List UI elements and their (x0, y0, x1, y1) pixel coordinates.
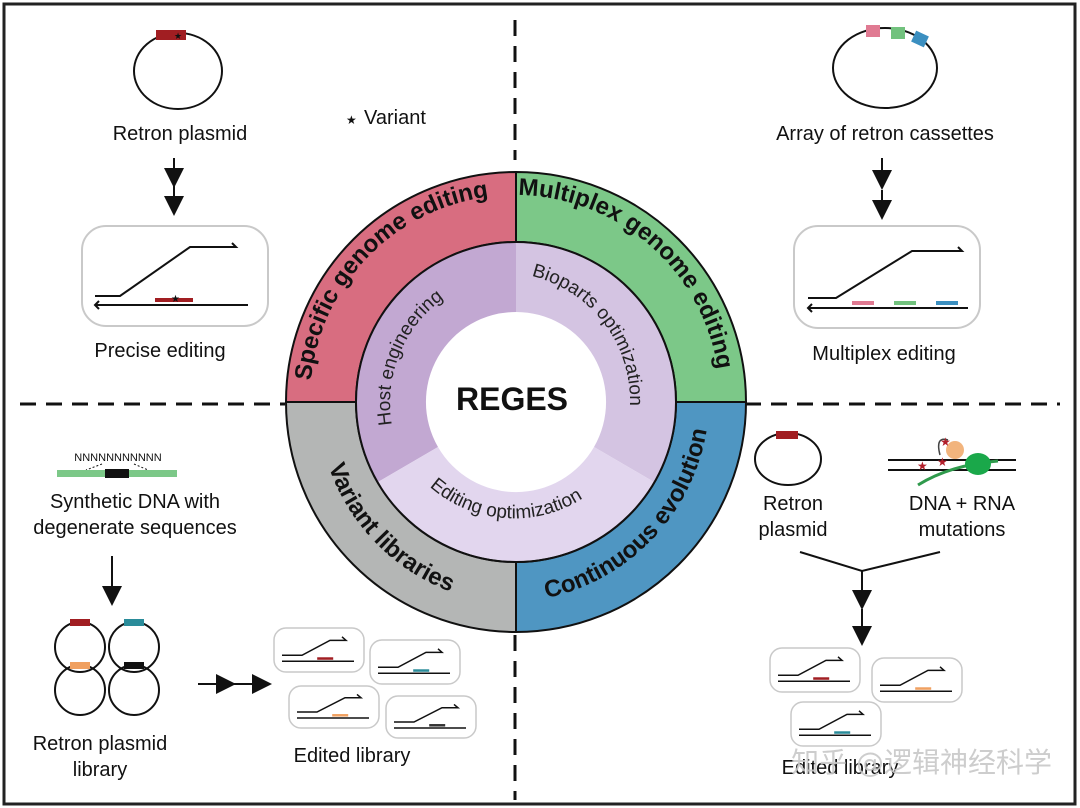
svg-text:★: ★ (917, 459, 928, 473)
retron-insert-icon (776, 431, 798, 439)
degenerate-sequence-text: NNNNNNNNNNN (74, 452, 161, 464)
inner-ring (355, 241, 677, 563)
retron-plasmid-icon (754, 432, 822, 486)
edited-strand-box (385, 695, 477, 739)
retron-plasmid-label-2: plasmid (759, 519, 828, 541)
edit-site-pink-icon (852, 301, 874, 305)
synthetic-dna-icon (57, 470, 105, 477)
edited-library-label: Edited library (294, 745, 411, 767)
inner-segment-host-engineering (356, 242, 516, 482)
merge-connector-icon (799, 551, 941, 646)
synthetic-dna-label-1: Synthetic DNA with (50, 491, 220, 513)
svg-text:★: ★ (940, 435, 951, 449)
precise-editing-label: Precise editing (94, 340, 225, 362)
retron-plasmid-icon (133, 32, 223, 110)
multiplex-editing-label: Multiplex editing (812, 343, 955, 365)
inner-segment-editing-optimization (378, 447, 654, 562)
edited-strand-box (790, 701, 882, 747)
dna-strand-icon (93, 242, 248, 310)
mutations-label-1: DNA + RNA (909, 493, 1016, 515)
cassette-pink-icon (866, 25, 880, 37)
variant-legend-star-icon: ★ (346, 113, 357, 127)
synthetic-dna-label-2: degenerate sequences (33, 517, 237, 539)
panel-specific-editing: ★ Retron plasmid ★ Variant ★ Precise edi… (81, 30, 426, 362)
variant-star-icon: ★ (174, 31, 182, 41)
edited-strand-box (288, 685, 380, 729)
retron-array-label: Array of retron cassettes (776, 123, 994, 145)
inner-segment-bioparts-optimization (516, 242, 676, 482)
center-title: REGES (456, 381, 568, 417)
variant-legend-label: Variant (364, 107, 426, 129)
cassette-blue-icon (911, 30, 929, 48)
panel-multiplex-editing: Array of retron cassettes Multiplex edit… (776, 25, 994, 365)
mutations-label-2: mutations (919, 519, 1006, 541)
edited-library-label: Edited library (782, 757, 899, 779)
cassette-green-icon (891, 27, 905, 39)
watermark: 知乎 @逻辑神经科学 (791, 746, 1052, 779)
edit-site-icon (155, 298, 193, 302)
edited-library-boxes (769, 647, 963, 747)
plasmid-library-label-1: Retron plasmid (33, 733, 168, 755)
edit-site-blue-icon (936, 301, 958, 305)
variant-star-icon: ★ (171, 294, 180, 305)
retron-plasmid-label: Retron plasmid (113, 123, 248, 145)
edit-site-green-icon (894, 301, 916, 305)
retron-array-plasmid-icon (832, 27, 938, 109)
retron-insert-icon (156, 30, 186, 40)
multiplex-editing-box (793, 225, 981, 329)
center-circle (428, 314, 604, 490)
dna-strand-icon (806, 246, 968, 313)
edited-strand-box (871, 657, 963, 703)
svg-text:★: ★ (937, 455, 948, 469)
edited-strand-box (769, 647, 861, 693)
plasmid-library-label-2: library (73, 759, 127, 781)
retron-plasmid-label-1: Retron (763, 493, 823, 515)
edited-strand-box (273, 627, 365, 673)
edited-strand-box (369, 639, 461, 685)
precise-editing-box (81, 225, 269, 327)
outer-ring (284, 170, 748, 634)
edited-library-boxes (273, 627, 477, 739)
mutation-complex-icon: ★ ★ ★ (888, 435, 1016, 487)
panel-continuous-evolution: Retron plasmid ★ ★ ★ DNA + RNA mutations… (754, 431, 1016, 779)
panel-variant-libraries: NNNNNNNNNNN Synthetic DNA with degenerat… (33, 452, 477, 781)
